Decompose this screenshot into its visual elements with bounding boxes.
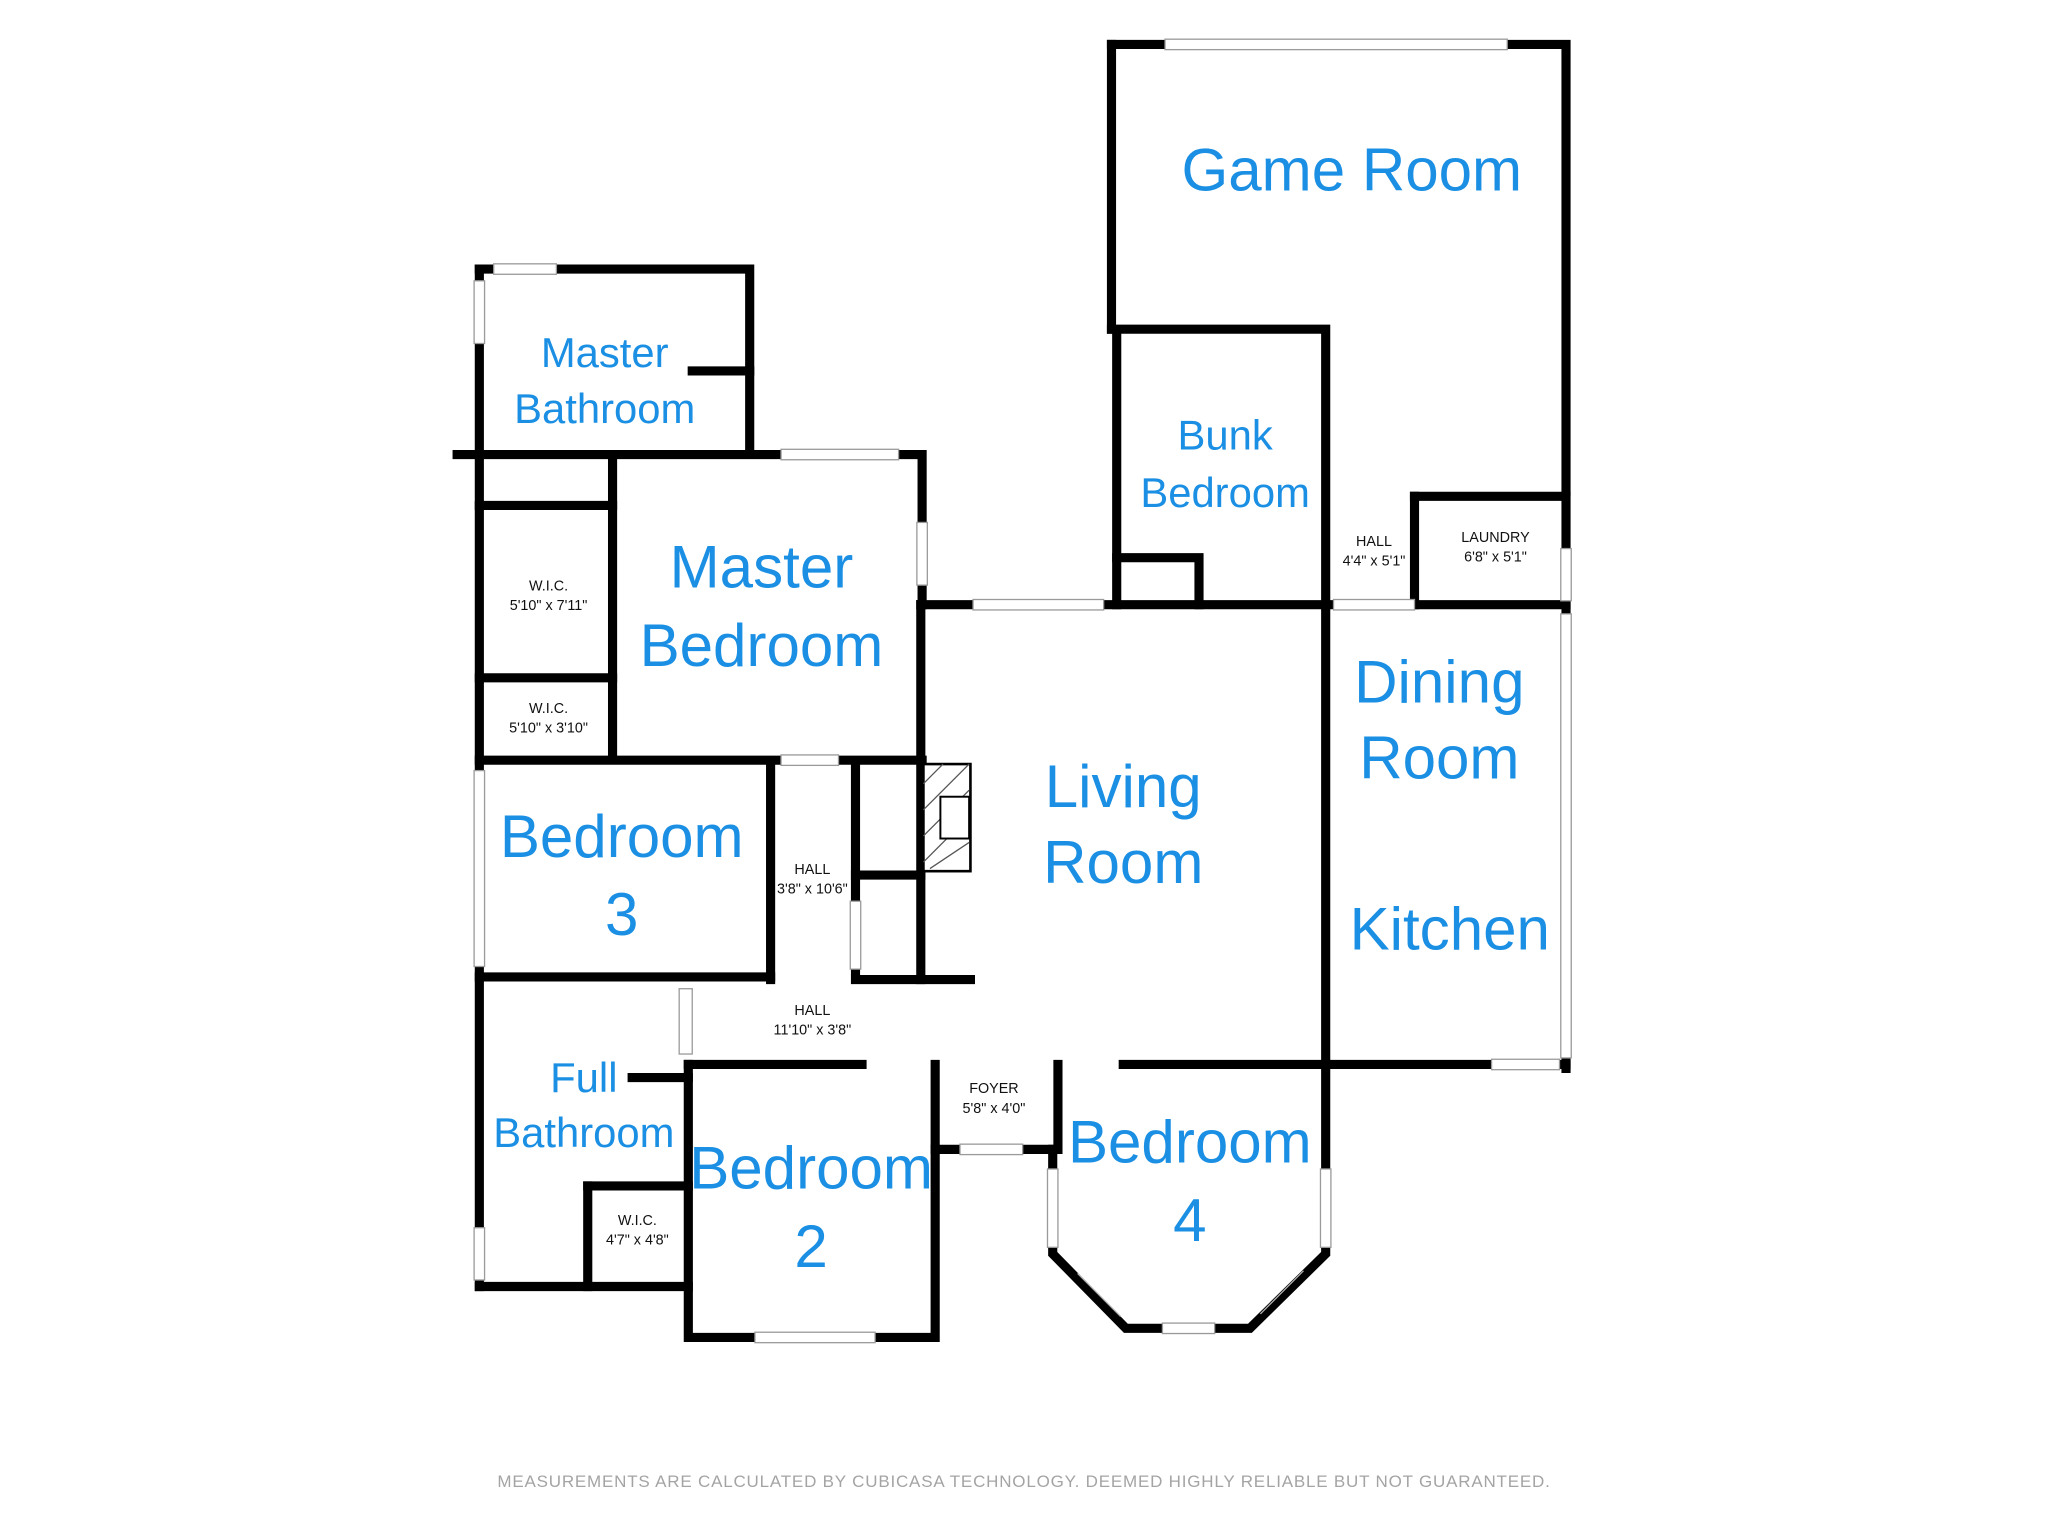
door-full-bath bbox=[678, 988, 693, 1055]
full-bathroom-label-2: Bathroom bbox=[493, 1109, 674, 1156]
door-foyer bbox=[959, 1143, 1024, 1156]
door-hall-upper bbox=[1332, 598, 1416, 611]
hall-horizontal-dims: 11'10" x 3'8" bbox=[774, 1022, 852, 1038]
window-master-bath-top bbox=[493, 263, 558, 275]
hall-horizontal-name: HALL bbox=[794, 1003, 830, 1019]
bedroom-3-label-1: Bedroom bbox=[500, 803, 744, 870]
window-bedroom-2 bbox=[754, 1331, 876, 1344]
bedroom-2-label-2: 2 bbox=[794, 1213, 827, 1280]
door-master-bedroom bbox=[916, 521, 928, 586]
window-bedroom-4-left bbox=[1046, 1168, 1059, 1248]
window-bedroom-4-right bbox=[1319, 1168, 1332, 1248]
bunk-bedroom-label-1: Bunk bbox=[1178, 411, 1273, 458]
window-kitchen-bottom bbox=[1490, 1058, 1561, 1071]
game-room-label: Game Room bbox=[1182, 137, 1523, 204]
master-bedroom-label-2: Bedroom bbox=[640, 612, 884, 679]
master-bedroom-label-1: Master bbox=[670, 534, 854, 601]
window-full-bath bbox=[473, 1227, 486, 1281]
master-bathroom-label-2: Bathroom bbox=[514, 385, 695, 432]
door-closet bbox=[849, 900, 862, 970]
hall-vertical-dims: 3'8" x 10'6" bbox=[777, 881, 848, 897]
bedroom-4-label-2: 4 bbox=[1173, 1187, 1206, 1254]
foyer-dims: 5'8" x 4'0" bbox=[963, 1101, 1026, 1117]
wic-3-dims: 4'7" x 4'8" bbox=[606, 1233, 669, 1249]
living-room-label-1: Living bbox=[1045, 753, 1202, 820]
laundry-name: LAUNDRY bbox=[1461, 530, 1530, 546]
wic-3-name: W.I.C. bbox=[618, 1213, 657, 1229]
dining-room-label-2: Room bbox=[1359, 724, 1519, 791]
window-master-bedroom-top bbox=[780, 448, 900, 461]
foyer-name: FOYER bbox=[969, 1081, 1018, 1097]
dining-room-label-1: Dining bbox=[1354, 649, 1524, 716]
bunk-bedroom-label-2: Bedroom bbox=[1140, 469, 1310, 516]
door-living-top bbox=[972, 598, 1105, 611]
bedroom-4-label-1: Bedroom bbox=[1068, 1108, 1312, 1175]
door-hall-vertical bbox=[780, 754, 840, 767]
hall-upper-name: HALL bbox=[1356, 534, 1392, 550]
kitchen-label: Kitchen bbox=[1350, 896, 1550, 963]
master-bathroom-label-1: Master bbox=[541, 329, 669, 376]
window-master-bath-left bbox=[473, 280, 486, 345]
window-bedroom-4-bottom bbox=[1161, 1322, 1216, 1335]
fireplace-icon bbox=[922, 762, 972, 873]
window-dining-kitchen bbox=[1560, 613, 1572, 1059]
wic-2-name: W.I.C. bbox=[529, 701, 568, 717]
hall-vertical-name: HALL bbox=[794, 862, 830, 878]
wic-2-dims: 5'10" x 3'10" bbox=[509, 721, 588, 737]
living-room-label-2: Room bbox=[1043, 829, 1203, 896]
window-game-room-top bbox=[1164, 38, 1508, 51]
wic-1-name: W.I.C. bbox=[529, 578, 568, 594]
laundry-dims: 6'8" x 5'1" bbox=[1464, 550, 1527, 566]
wic-1-dims: 5'10" x 7'11" bbox=[510, 598, 588, 614]
disclaimer-text: MEASUREMENTS ARE CALCULATED BY CUBICASA … bbox=[497, 1472, 1551, 1491]
windows bbox=[473, 38, 1572, 1344]
hall-upper-dims: 4'4" x 5'1" bbox=[1343, 554, 1406, 570]
window-laundry bbox=[1560, 547, 1572, 602]
bedroom-3-label-2: 3 bbox=[605, 881, 638, 948]
bedroom-2-label-1: Bedroom bbox=[689, 1135, 933, 1202]
window-bedroom-3 bbox=[473, 769, 486, 968]
full-bathroom-label-1: Full bbox=[550, 1054, 617, 1101]
